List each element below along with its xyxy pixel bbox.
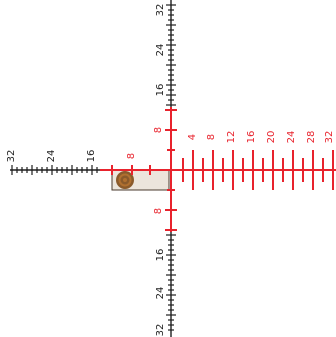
- label-left-24: 24: [46, 150, 57, 163]
- label-right-12: 12: [226, 131, 237, 144]
- label-right-16: 16: [246, 131, 257, 144]
- black-axis-lines: [10, 0, 172, 337]
- reticle-ticks: [11, 4, 334, 331]
- label-bottom-32: 32: [155, 324, 166, 337]
- label-center-upper-8: 8: [153, 127, 164, 133]
- label-top-16: 16: [155, 84, 166, 97]
- red-axis-lines: [100, 107, 336, 232]
- target-dot-ring: [118, 173, 132, 187]
- label-right-8: 8: [206, 134, 217, 140]
- label-right-24: 24: [286, 131, 297, 144]
- label-bottom-24: 24: [155, 287, 166, 300]
- label-left-16: 16: [86, 150, 97, 163]
- label-right-28: 28: [306, 131, 317, 144]
- label-right-32: 32: [324, 131, 335, 144]
- label-right-4: 4: [187, 134, 198, 140]
- label-right-20: 20: [266, 131, 277, 144]
- label-left-32: 32: [6, 150, 17, 163]
- label-center-left-8: 8: [126, 153, 137, 159]
- label-top-24: 24: [155, 44, 166, 57]
- label-bottom-16: 16: [155, 249, 166, 262]
- label-top-32: 32: [155, 4, 166, 17]
- label-center-lower-8: 8: [153, 208, 164, 214]
- target-dot-center: [123, 178, 127, 182]
